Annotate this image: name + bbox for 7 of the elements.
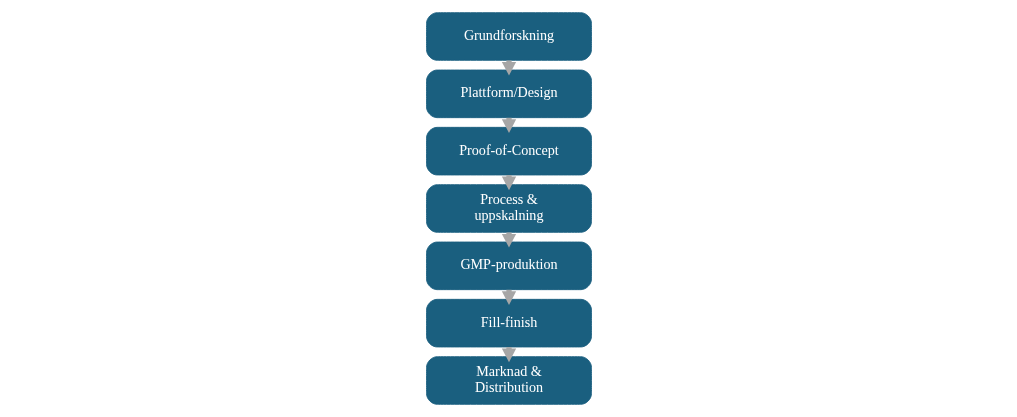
node-box: GMP-produktion [425,241,592,291]
node-box: Grundforskning [425,12,592,61]
node-box: Proof-of-Concept [425,126,592,176]
node-box: Fill-finish [425,298,592,348]
node-box: Marknad & Distribution [425,356,592,405]
node-box: Plattform/Design [425,69,592,119]
node-box: Process & uppskalning [425,184,592,233]
